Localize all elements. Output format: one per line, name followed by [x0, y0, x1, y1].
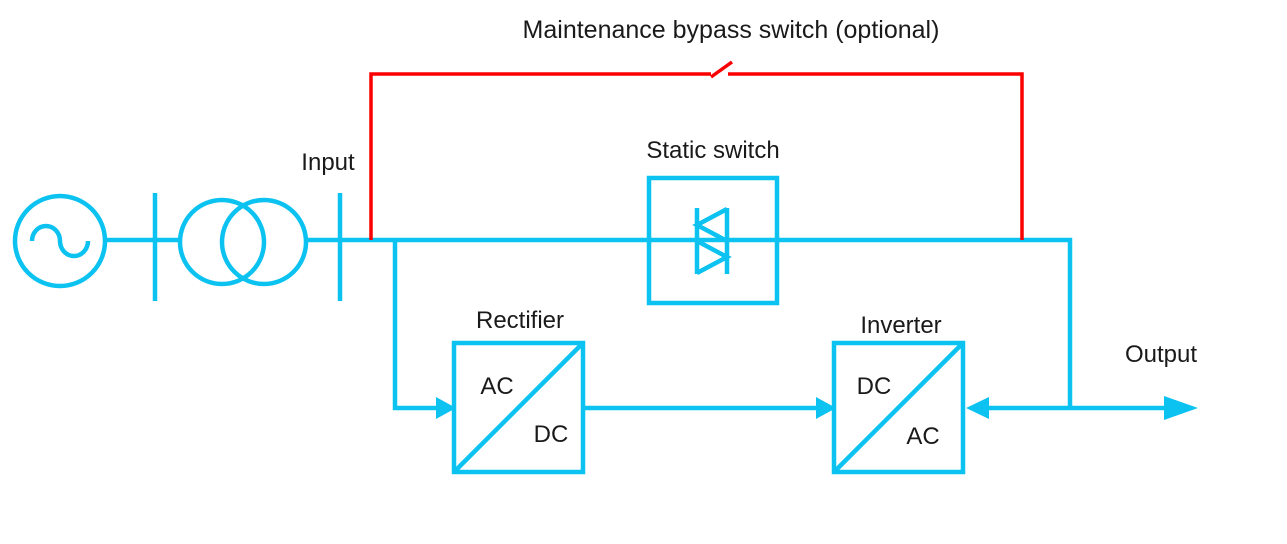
bypass-path: [369, 60, 1024, 240]
bypass-line-left: [369, 72, 711, 240]
power-path-lines: [12, 193, 1165, 411]
inverter-label: Inverter: [860, 312, 942, 339]
main-bus-line: [306, 237, 1073, 408]
inverter-diagonal: [832, 341, 965, 474]
flow-arrowheads: [436, 396, 1198, 420]
rectifier-dc-label: DC: [533, 421, 569, 448]
static-switch-label: Static switch: [646, 137, 780, 164]
input-label: Input: [301, 149, 355, 176]
sine-wave-icon: [29, 223, 91, 259]
rectifier-input-arrow-icon: [436, 397, 456, 419]
rectifier-symbol: [451, 340, 586, 475]
rectifier-label: Rectifier: [475, 307, 565, 334]
rectifier-ac-label: AC: [480, 373, 514, 400]
thyristor-triangle-upper: [692, 207, 729, 243]
bypass-line-right: [728, 72, 1024, 240]
bypass-switch-blade-icon: [709, 60, 734, 79]
inverter-dc-label: DC: [856, 373, 892, 400]
static-switch-box: [646, 175, 780, 306]
inverter-input-arrow-icon: [816, 397, 836, 419]
output-label: Output: [1124, 341, 1198, 368]
rectifier-feed-line: [392, 240, 437, 411]
static-switch-symbol: [646, 175, 780, 306]
rectifier-diagonal: [452, 341, 585, 474]
inverter-backfeed-arrow-icon: [966, 397, 989, 419]
transformer-primary-icon: [177, 197, 267, 287]
inverter-symbol: [831, 340, 966, 475]
inverter-ac-label: AC: [906, 423, 940, 450]
thyristor-triangle-lower: [695, 239, 732, 275]
output-arrow-icon: [1164, 396, 1198, 420]
bypass-title-label: Maintenance bypass switch (optional): [522, 16, 940, 44]
